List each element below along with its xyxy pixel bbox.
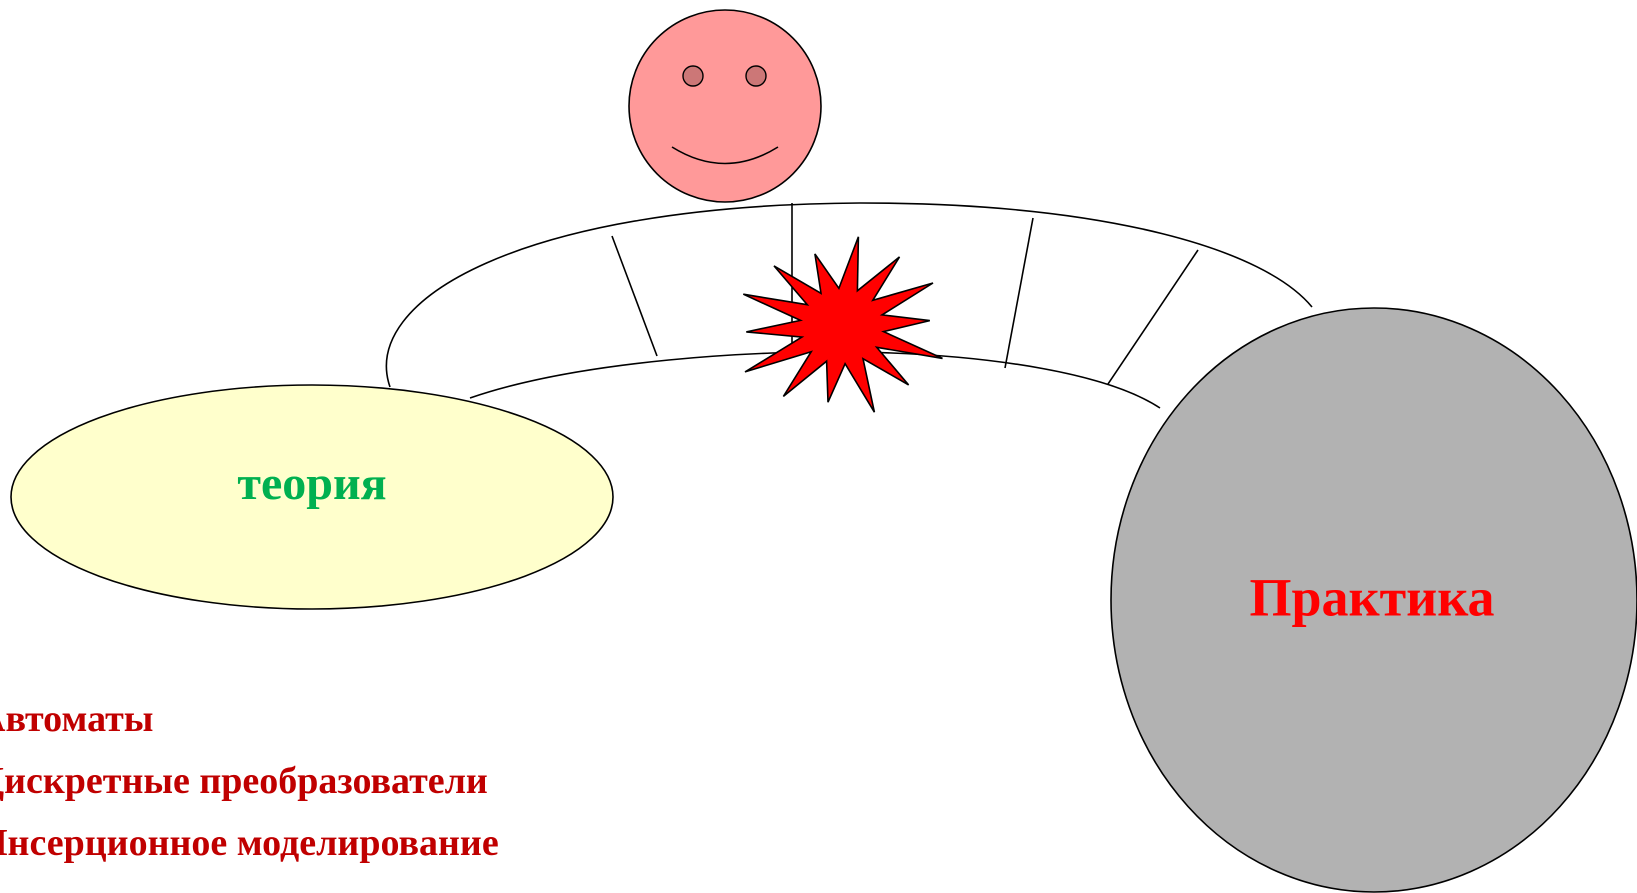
bridge-plank xyxy=(1004,217,1034,369)
theory-label: теория xyxy=(237,457,386,510)
practice-ellipse xyxy=(1110,307,1637,893)
smile xyxy=(671,146,779,165)
topic-list: Автоматы Дискретные преобразователи Инсе… xyxy=(0,698,499,864)
smiley-face xyxy=(628,9,822,203)
theory-node: теория xyxy=(10,384,614,610)
explosion-burst xyxy=(742,236,943,413)
theory-ellipse xyxy=(10,384,614,610)
bridge xyxy=(385,202,1313,409)
bridge-plank xyxy=(1107,249,1199,385)
topic-list-item: Дискретные преобразователи xyxy=(0,760,488,802)
left-eye xyxy=(682,65,704,87)
bridge-plank xyxy=(611,235,658,357)
face-circle xyxy=(628,9,822,203)
right-eye xyxy=(745,65,767,87)
topic-list-item: Инсерционное моделирование xyxy=(0,822,499,864)
practice-label: Практика xyxy=(1249,567,1494,627)
topic-list-item: Автоматы xyxy=(0,698,153,740)
bridge-outer-arc xyxy=(385,202,1313,388)
practice-node: Практика xyxy=(1110,307,1637,893)
